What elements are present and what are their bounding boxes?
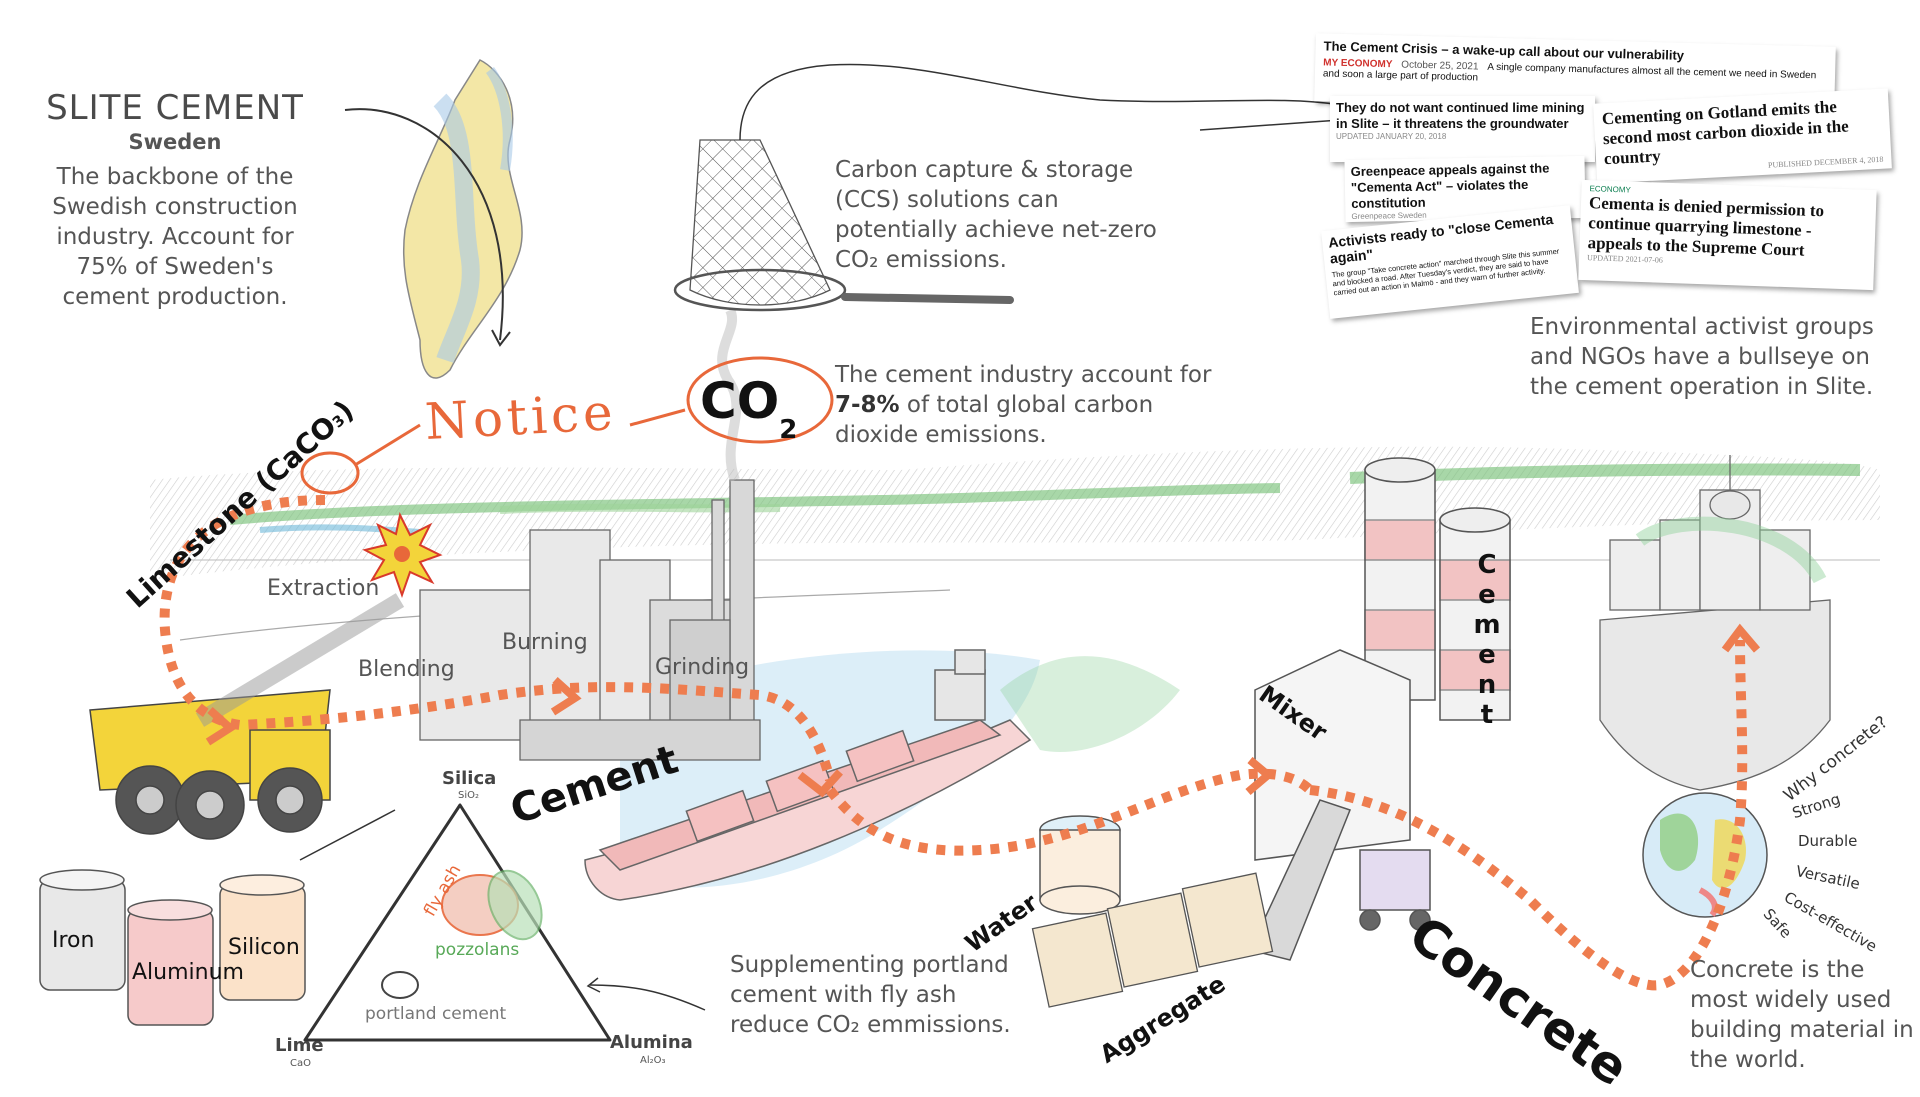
co2-note-prefix: The cement industry account for bbox=[835, 362, 1212, 388]
why-item-durable: Durable bbox=[1798, 832, 1858, 850]
flow-arrowheads bbox=[205, 623, 1761, 798]
co2-symbol: CO bbox=[700, 372, 780, 430]
barrels bbox=[39, 869, 306, 1026]
sweden-map bbox=[402, 59, 523, 379]
label-silo-cement: Cement bbox=[1473, 550, 1501, 730]
cargo-ship bbox=[584, 649, 1032, 901]
mining-truck bbox=[89, 593, 405, 840]
ccs-note: Carbon capture & storage (CCS) solutions… bbox=[835, 157, 1157, 273]
concrete-plant bbox=[1248, 457, 1511, 961]
news-meta: UPDATED JANUARY 20, 2018 bbox=[1336, 132, 1447, 141]
brand-to-map-arrow bbox=[344, 108, 504, 341]
ternary-pozzolans: pozzolans bbox=[435, 940, 520, 960]
news-card-groundwater: They do not want continued lime mining i… bbox=[1330, 96, 1595, 162]
carbon-capture-net bbox=[673, 63, 1341, 312]
co2-badge: CO2 bbox=[700, 372, 797, 445]
ternary-lime: Lime bbox=[275, 1035, 324, 1056]
city-tower bbox=[1599, 455, 1831, 791]
label-burning: Burning bbox=[502, 630, 588, 655]
explosion-icon bbox=[362, 511, 443, 599]
news-card-gotland-emissions: Cementing on Gotland emits the second mo… bbox=[1593, 88, 1892, 184]
ternary-lime-formula: CaO bbox=[290, 1058, 311, 1069]
barrel-iron-label: Iron bbox=[52, 928, 95, 953]
ngo-note: Environmental activist groups and NGOs h… bbox=[1530, 314, 1874, 400]
smoke bbox=[717, 307, 742, 482]
label-grinding: Grinding bbox=[655, 655, 750, 680]
ternary-alumina: Alumina bbox=[610, 1032, 693, 1053]
label-extraction: Extraction bbox=[267, 576, 380, 601]
notice-annotations bbox=[300, 356, 834, 495]
news-headline: They do not want continued lime mining i… bbox=[1336, 100, 1585, 131]
news-headline: Greenpeace appeals against the "Cementa … bbox=[1350, 160, 1550, 211]
co2-note-percent: 7-8% bbox=[835, 392, 900, 418]
brand-country: Sweden bbox=[128, 130, 222, 154]
notice-label: Notice bbox=[423, 383, 618, 451]
aggregate-bins bbox=[1031, 872, 1274, 1008]
globe-icon bbox=[1642, 792, 1768, 918]
brand-title: SLITE CEMENT bbox=[46, 88, 304, 128]
co2-note-suffix: of total global carbon dioxide emissions… bbox=[835, 392, 1154, 448]
co2-subscript: 2 bbox=[779, 415, 798, 445]
brand-description: The backbone of the Swedish construction… bbox=[52, 164, 298, 310]
concrete-note: Concrete is the most widely used buildin… bbox=[1690, 957, 1914, 1073]
news-card-denied-permission: ECONOMY Cementa is denied permission to … bbox=[1578, 179, 1877, 291]
ternary-diagram bbox=[299, 803, 706, 1042]
barrel-aluminum-label: Aluminum bbox=[132, 960, 244, 985]
news-pointer-line bbox=[1199, 119, 1341, 131]
ternary-portland: portland cement bbox=[365, 1004, 507, 1024]
ternary-silica-formula: SiO₂ bbox=[458, 790, 480, 801]
ternary-alumina-formula: Al₂O₃ bbox=[640, 1055, 666, 1066]
co2-note: The cement industry account for 7-8% of … bbox=[835, 360, 1215, 450]
news-body: A single company manufactures almost all… bbox=[1322, 61, 1817, 84]
barrel-silicon-label: Silicon bbox=[228, 935, 300, 960]
news-headline: Cementa is denied permission to continue… bbox=[1587, 193, 1825, 260]
label-blending: Blending bbox=[358, 657, 455, 682]
flyash-note: Supplementing portland cement with fly a… bbox=[730, 952, 1011, 1038]
ternary-silica: Silica bbox=[442, 768, 497, 789]
